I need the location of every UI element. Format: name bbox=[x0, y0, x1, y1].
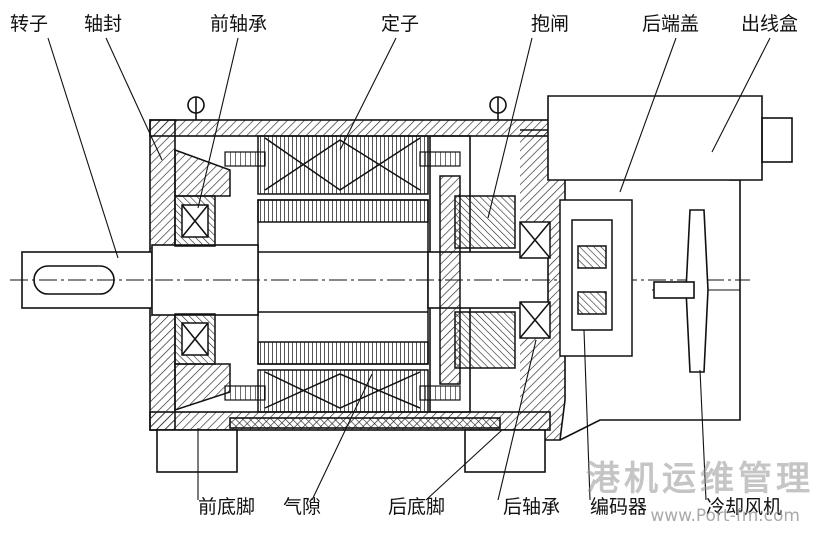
label-stator: 定子 bbox=[381, 13, 420, 35]
rear-bearing-part bbox=[519, 221, 551, 339]
stator-core bbox=[257, 135, 429, 413]
watermark-url: www.Port-fm.com bbox=[650, 506, 800, 526]
label-air-gap: 气隙 bbox=[283, 496, 322, 518]
label-rear-foot: 后底脚 bbox=[388, 496, 446, 518]
rotor-core bbox=[257, 199, 429, 365]
encoder-part bbox=[559, 199, 633, 357]
label-shaft-seal: 轴封 bbox=[84, 13, 123, 35]
brake-part bbox=[439, 175, 516, 385]
label-front-foot: 前底脚 bbox=[198, 496, 256, 518]
label-cooling-fan: 冷却风机 bbox=[706, 496, 783, 518]
label-rotor: 转子 bbox=[10, 13, 49, 35]
motor-feet bbox=[156, 417, 546, 473]
cooling-fan-part bbox=[547, 95, 793, 441]
label-encoder: 编码器 bbox=[590, 496, 648, 518]
label-rear-end-cover: 后端盖 bbox=[642, 13, 700, 35]
watermark-text: 港机运维管理 bbox=[586, 459, 814, 499]
label-brake: 抱闸 bbox=[531, 13, 570, 35]
cooling-fins bbox=[224, 151, 461, 401]
label-rear-bearing: 后轴承 bbox=[503, 496, 561, 518]
leader-lines bbox=[47, 37, 771, 501]
label-junction-box: 出线盒 bbox=[741, 13, 799, 35]
label-front-bearing: 前轴承 bbox=[210, 13, 268, 35]
front-bearing-part bbox=[174, 148, 231, 412]
